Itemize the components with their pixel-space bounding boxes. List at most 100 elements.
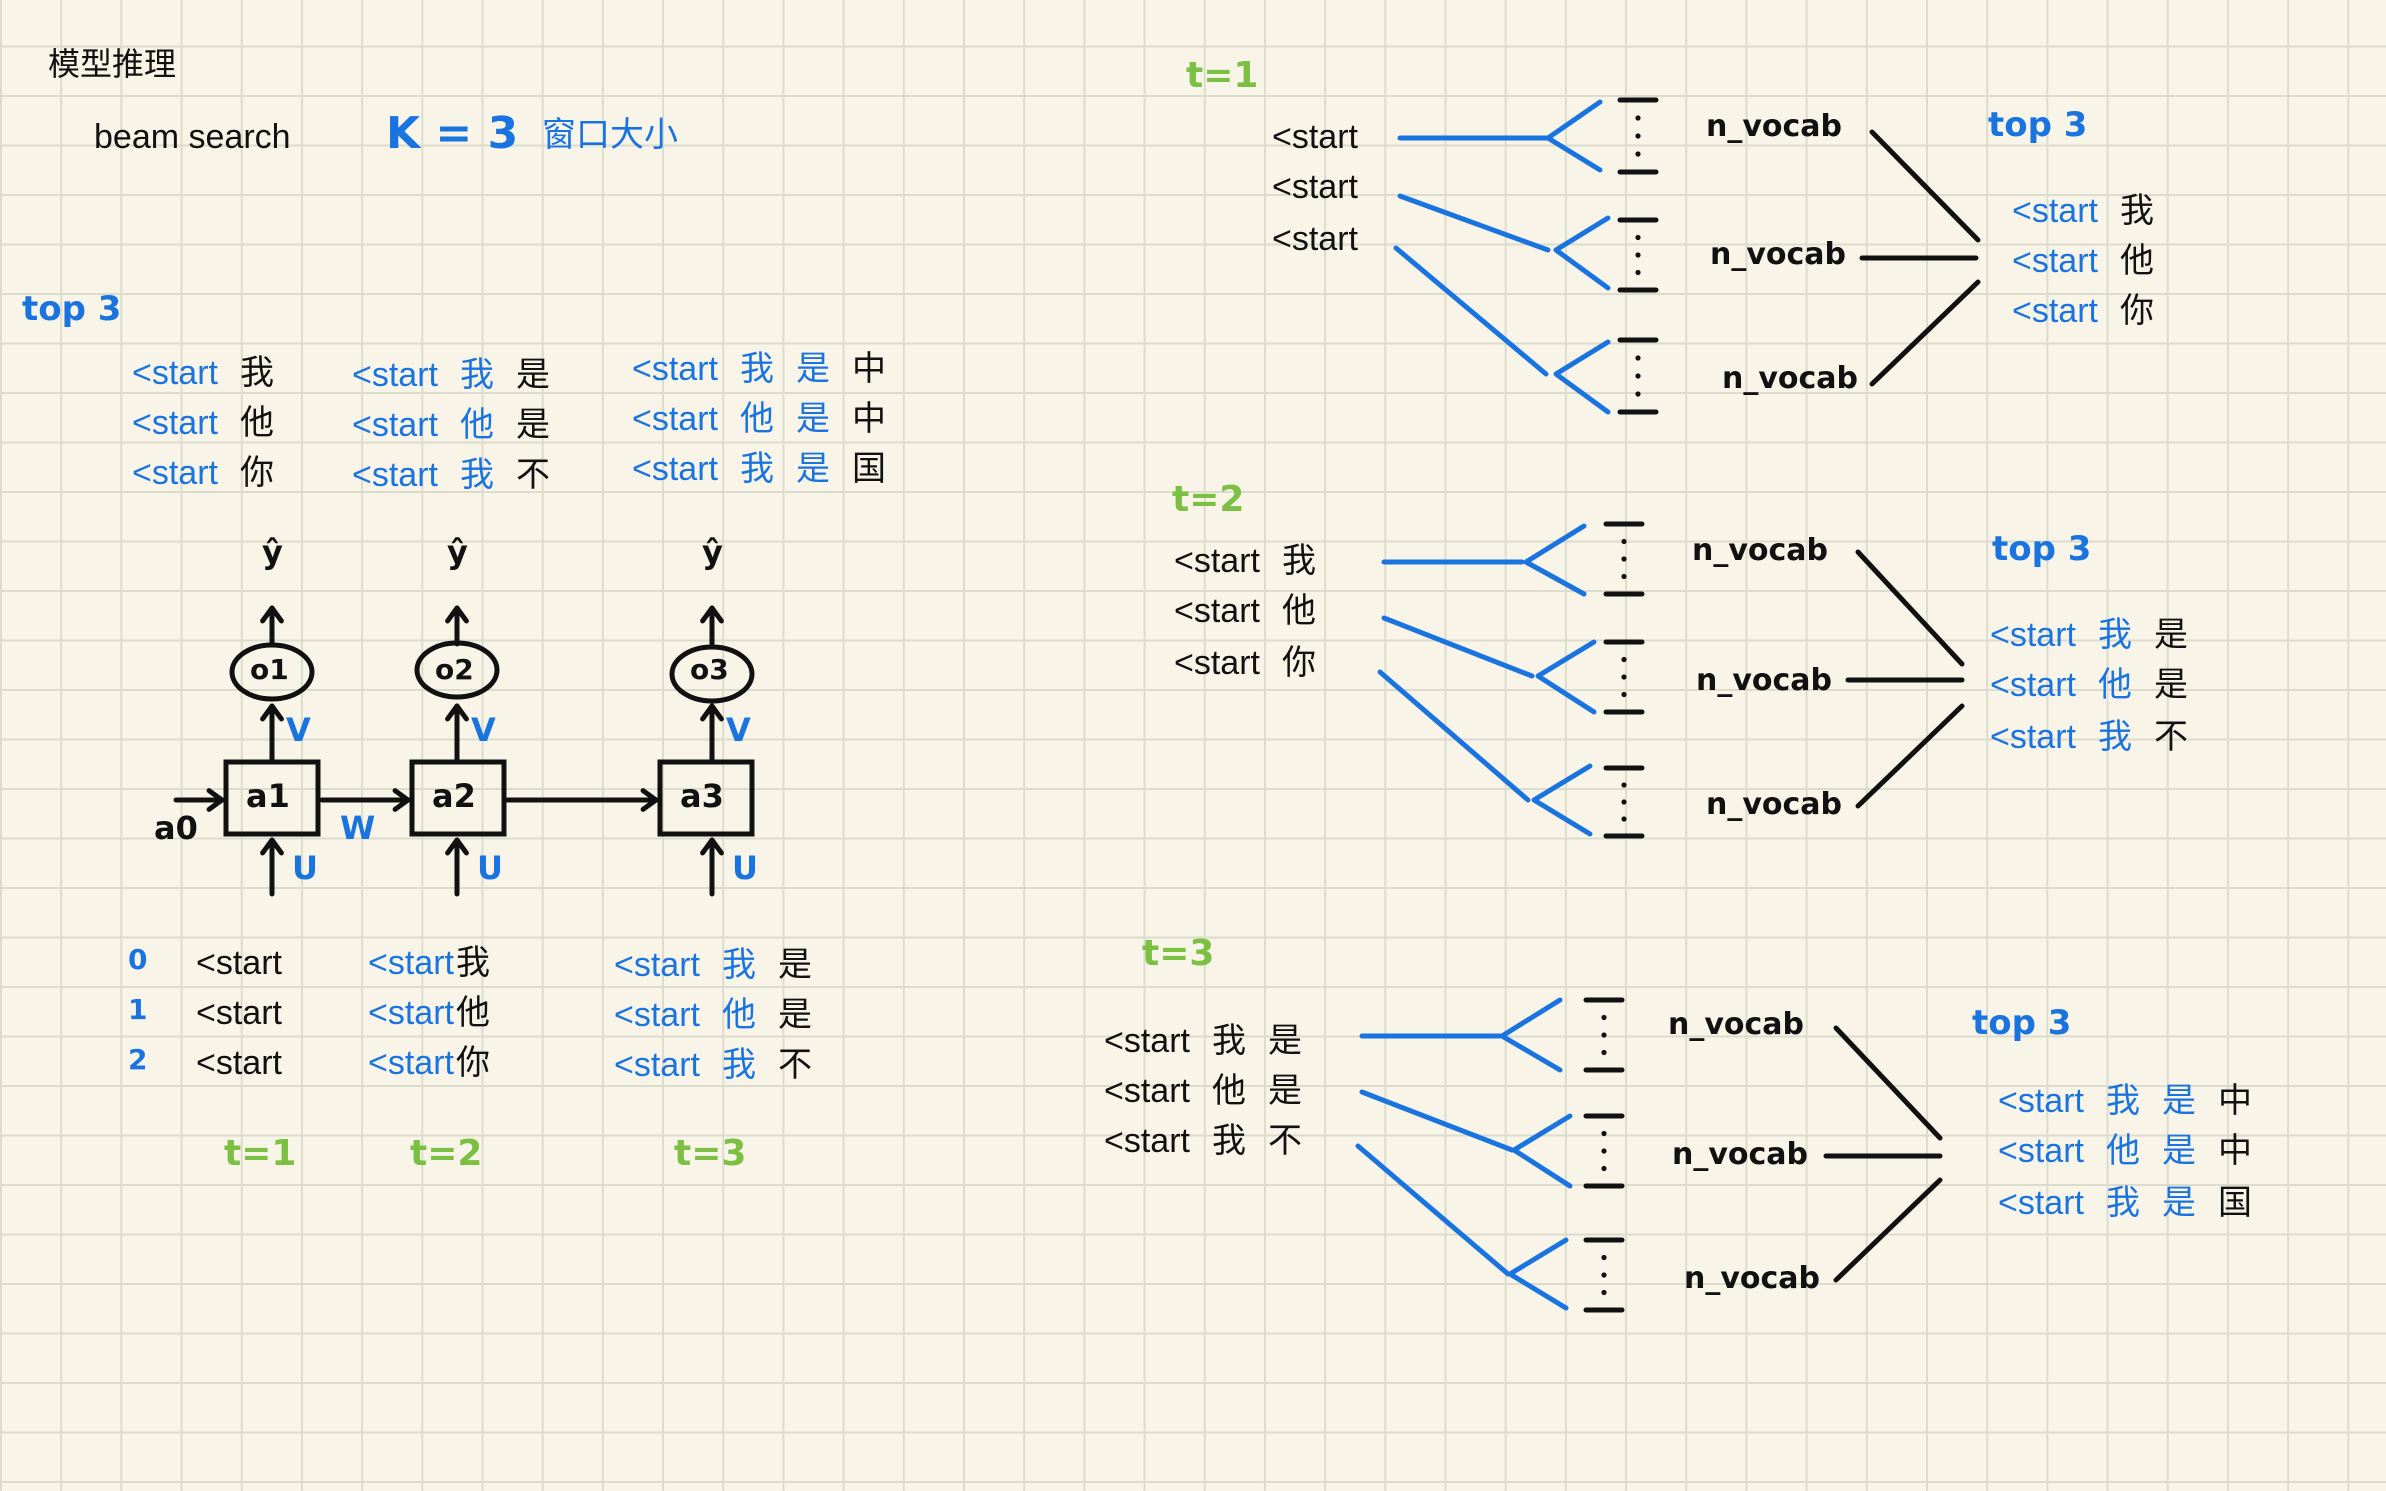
top-k-selection-line <box>1869 129 1981 243</box>
word-token: 我 <box>721 945 756 985</box>
start-token: <start <box>1990 718 2076 756</box>
vocab-expansion-chevron <box>1523 523 1587 597</box>
word-token: 不 <box>515 455 550 495</box>
vocab-ellipsis-dot <box>1621 538 1627 545</box>
word-token: 他 <box>2119 241 2154 281</box>
vocab-size-label: n_vocab <box>1692 533 1829 568</box>
vocab-ellipsis-dot <box>1621 799 1627 805</box>
word-token: 是 <box>795 399 830 439</box>
step-top3-label: top 3 <box>1992 529 2092 569</box>
start-token: <start <box>1174 592 1260 630</box>
vocab-size-label: n_vocab <box>1696 663 1833 698</box>
rnn-cell-label: a2 <box>432 777 476 815</box>
word-token: 他 <box>459 405 494 445</box>
word-token: 我 <box>721 1045 756 1085</box>
start-token: <start <box>352 406 438 444</box>
word-token: 是 <box>795 349 830 389</box>
a0-arrow-head <box>206 788 225 812</box>
step-time-label: t=2 <box>1172 479 1245 520</box>
time-step-label: t=3 <box>674 1133 747 1174</box>
word-token: 国 <box>2217 1183 2252 1223</box>
start-token: <start <box>2012 242 2098 280</box>
word-token: 是 <box>777 995 812 1035</box>
step-input-row: <start <box>1272 170 1358 204</box>
a0-label: a0 <box>154 809 198 847</box>
bottom-input-row: <start 我是 <box>614 948 812 982</box>
v-weight-label: V <box>471 711 496 749</box>
vocab-ellipsis-dot <box>1635 234 1641 241</box>
vocab-ellipsis-dot <box>1621 816 1627 822</box>
word-token: 他 <box>739 399 774 439</box>
start-token: <start <box>196 994 282 1032</box>
y-arrow-head <box>445 605 469 624</box>
vocab-size-label: n_vocab <box>1722 361 1859 396</box>
step-time-label: t=3 <box>1142 933 1215 974</box>
v-arrow-head <box>260 703 284 722</box>
vocab-ellipsis-dot <box>1621 573 1627 580</box>
start-token: <start <box>368 1044 454 1082</box>
start-token: <start <box>632 350 718 388</box>
top-k-selection-line <box>1833 1177 1943 1283</box>
start-token: <start <box>132 354 218 392</box>
bottom-input-row: <start <box>196 946 282 980</box>
start-token: <start <box>614 1046 700 1084</box>
start-token: <start <box>132 404 218 442</box>
word-token: 是 <box>515 355 550 395</box>
start-token: <start <box>632 450 718 488</box>
step-top3-label: top 3 <box>1972 1003 2072 1043</box>
left-top3-label: top 3 <box>22 289 122 329</box>
word-token: 他 <box>239 403 274 443</box>
word-token: 我 <box>1211 1121 1246 1161</box>
word-token: 你 <box>455 1043 490 1083</box>
row-index: 1 <box>128 993 148 1026</box>
start-token: <start <box>352 356 438 394</box>
vocab-ellipsis-dot <box>1601 1032 1607 1038</box>
v-weight-label: V <box>726 711 751 749</box>
word-token: 我 <box>1211 1021 1246 1061</box>
word-token: 他 <box>1281 591 1316 631</box>
start-token: <start <box>1272 118 1358 156</box>
word-token: 是 <box>777 945 812 985</box>
start-token: <start <box>1104 1022 1190 1060</box>
v-weight-label: V <box>286 711 311 749</box>
word-token: 不 <box>1267 1121 1302 1161</box>
top-k-selection-line <box>1869 279 1981 387</box>
vocab-ellipsis-dot <box>1635 151 1641 157</box>
word-token: 国 <box>851 449 886 489</box>
beam-branch-line <box>1393 245 1549 377</box>
start-token: <start <box>2012 292 2098 330</box>
y-arrow-head <box>260 605 284 624</box>
word-token: 是 <box>2153 665 2188 705</box>
start-token: <start <box>614 946 700 984</box>
vocab-ellipsis-dot <box>1601 1289 1607 1296</box>
vocab-ellipsis-dot <box>1621 656 1627 663</box>
word-token: 我 <box>739 349 774 389</box>
vocab-ellipsis-dot <box>1601 1254 1607 1261</box>
start-token: <start <box>196 944 282 982</box>
vocab-ellipsis-dot <box>1635 269 1641 276</box>
beam-branch-line <box>1355 1143 1511 1277</box>
u-arrow-head <box>260 837 284 856</box>
word-token: 我 <box>2105 1081 2140 1121</box>
word-token: 你 <box>239 453 274 493</box>
vocab-ellipsis-dot <box>1601 1130 1607 1137</box>
vocab-size-label: n_vocab <box>1668 1007 1805 1042</box>
word-token: 你 <box>1281 643 1316 683</box>
y-hat-label: ŷ <box>262 533 283 571</box>
row-index: 2 <box>128 1043 148 1076</box>
beam-branch-line <box>1397 193 1551 253</box>
vocab-size-label: n_vocab <box>1706 109 1843 144</box>
word-token: 中 <box>2217 1081 2252 1121</box>
word-token: 是 <box>2161 1081 2196 1121</box>
word-token: 是 <box>1267 1071 1302 1111</box>
start-token: <start <box>2012 192 2098 230</box>
word-token: 我 <box>2097 615 2132 655</box>
